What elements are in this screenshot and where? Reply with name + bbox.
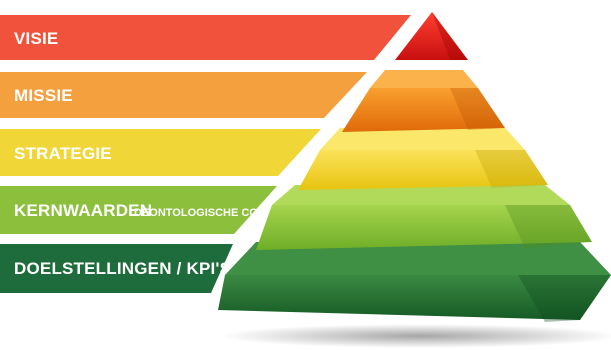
label-bar-kernwaarden: KERNWAARDEN DEONTOLOGISCHE CODE — [0, 186, 277, 234]
label-visie: VISIE — [14, 29, 58, 48]
label-bar-missie-bg — [0, 72, 367, 118]
label-strategie: STRATEGIE — [14, 144, 112, 163]
label-kernwaarden: KERNWAARDEN — [14, 201, 152, 220]
label-bar-kernwaarden-bg — [0, 186, 277, 234]
label-kernwaarden-sub: DEONTOLOGISCHE CODE — [134, 207, 273, 219]
pyramid-tier-4-shade — [505, 205, 592, 248]
pyramid-tier-2-top — [370, 70, 478, 88]
pyramid-tier-1 — [395, 12, 468, 60]
pyramid-tier-5 — [218, 242, 611, 322]
pyramid-shadow — [220, 324, 611, 348]
pyramid-tier-4 — [256, 185, 592, 250]
pyramid-tier-3-top — [320, 128, 525, 150]
pyramid-tier-2-front — [342, 88, 505, 132]
label-bar-visie: VISIE — [0, 15, 411, 60]
pyramid-tier-1-front — [395, 12, 468, 60]
label-bar-visie-bg — [0, 15, 411, 60]
pyramid-tier-5-top — [225, 242, 611, 275]
pyramid-tier-1-shade — [432, 12, 468, 60]
pyramid-tier-2-shade — [450, 88, 505, 130]
label-doelstellingen: DOELSTELLINGEN / KPI'S — [14, 259, 231, 278]
label-bar-strategie: STRATEGIE — [0, 129, 321, 176]
pyramid-tier-3 — [298, 128, 548, 190]
label-bar-doelstellingen: DOELSTELLINGEN / KPI'S — [0, 244, 233, 293]
pyramid-tier-4-front — [256, 205, 592, 250]
pyramid-tier-4-top — [272, 185, 570, 205]
label-bar-missie: MISSIE — [0, 72, 367, 118]
label-bar-doelstellingen-bg — [0, 244, 233, 293]
pyramid-tier-3-front — [298, 150, 548, 190]
label-missie: MISSIE — [14, 86, 73, 105]
pyramid-tier-2 — [342, 70, 505, 132]
label-bar-strategie-bg — [0, 129, 321, 176]
pyramid-tier-3-shade — [475, 150, 548, 188]
pyramid-tier-5-front — [218, 275, 611, 320]
pyramid-tier-5-shade — [518, 275, 611, 322]
